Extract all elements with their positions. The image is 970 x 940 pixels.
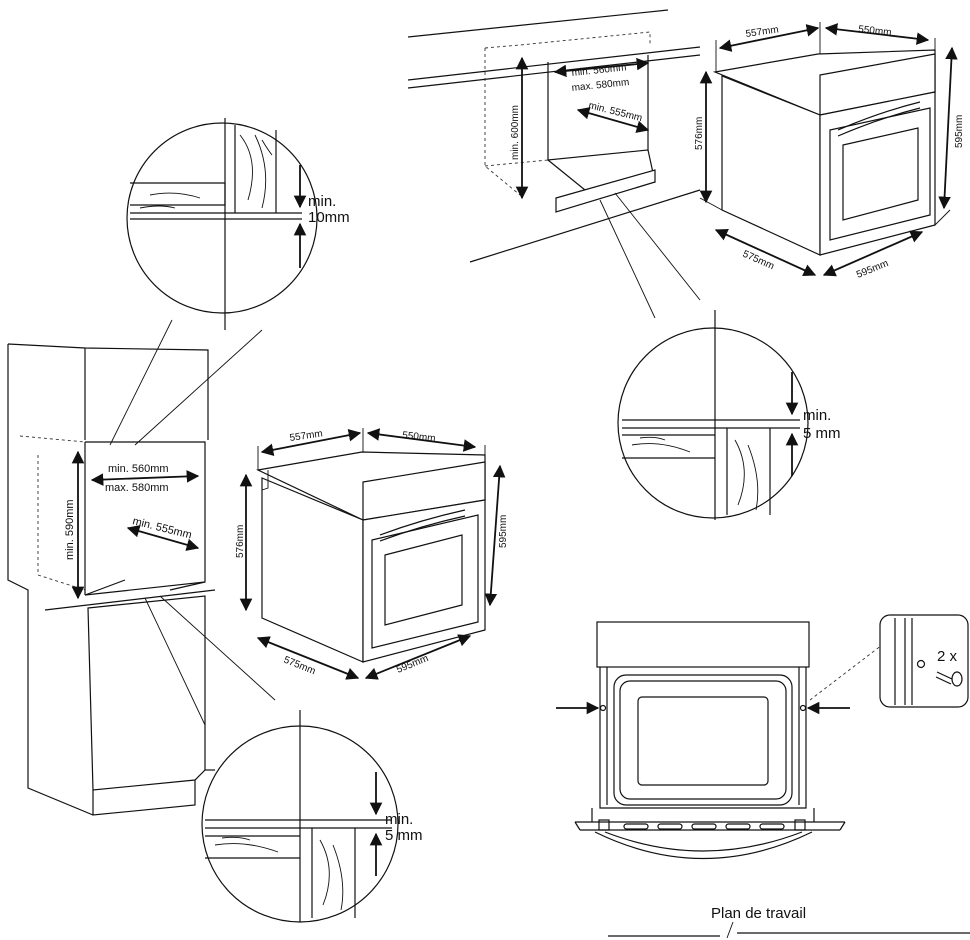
top-oven-557: 557mm: [745, 24, 780, 40]
tall-niche-width-max: max. 580mm: [105, 482, 169, 494]
top-niche-width-min: min. 560mm: [571, 62, 627, 79]
detail-10mm-label-value: 10mm: [308, 209, 350, 226]
detail-5mm-right-label-value: 5 mm: [803, 425, 841, 442]
tall-niche-height-min: min. 590mm: [64, 499, 76, 560]
top-oven-595-width: 595mm: [855, 258, 890, 281]
worktop-label: Plan de travail: [711, 905, 806, 922]
screw-hole-left-icon: [599, 704, 607, 712]
middle-oven-595-width: 595mm: [395, 653, 430, 676]
detail-circle-5mm-bottom: min. 5 mm: [144, 595, 423, 923]
detail-5mm-bottom-label-min: min.: [385, 811, 413, 828]
top-niche-height-min: min. 600mm: [510, 105, 521, 160]
detail-circle-10mm: min. 10mm: [109, 118, 350, 446]
top-oven-drawing: 557mm 550mm 576mm 595mm 575mm 595mm: [694, 22, 965, 281]
tall-cabinet: min. 560mm max. 580mm min. 555mm min. 59…: [7, 343, 216, 816]
middle-oven-550: 550mm: [402, 430, 436, 444]
screw-detail: 2 x: [879, 614, 969, 708]
screw-count-label: 2 x: [937, 648, 958, 665]
detail-5mm-bottom-label-value: 5 mm: [385, 827, 423, 844]
top-oven-576: 576mm: [694, 117, 705, 150]
worktop-label-group: Plan de travail: [608, 905, 970, 939]
top-niche-width-max: max. 580mm: [571, 77, 630, 94]
middle-oven-557: 557mm: [289, 428, 324, 444]
top-oven-575: 575mm: [741, 249, 776, 273]
screw-icon: [935, 671, 953, 685]
top-oven-595-height: 595mm: [954, 115, 965, 148]
middle-oven-576: 576mm: [235, 525, 246, 558]
screw-hole-right-icon: [799, 704, 807, 712]
middle-oven-575: 575mm: [282, 655, 317, 678]
screw-hole-detail-icon: [916, 659, 926, 669]
middle-oven-drawing: 557mm 550mm 576mm 595mm 575mm 595mm: [235, 428, 509, 680]
tall-niche-width-min: min. 560mm: [108, 463, 169, 475]
oven-front-view: [556, 621, 883, 860]
top-oven-550: 550mm: [858, 24, 892, 38]
middle-oven-595-height: 595mm: [498, 515, 509, 548]
detail-5mm-right-label-min: min.: [803, 407, 831, 424]
detail-10mm-label-min: min.: [308, 193, 336, 210]
undercounter-niche: min. 560mm max. 580mm min. 555mm min. 60…: [407, 9, 701, 263]
detail-circle-5mm-right: min. 5 mm: [599, 192, 841, 520]
